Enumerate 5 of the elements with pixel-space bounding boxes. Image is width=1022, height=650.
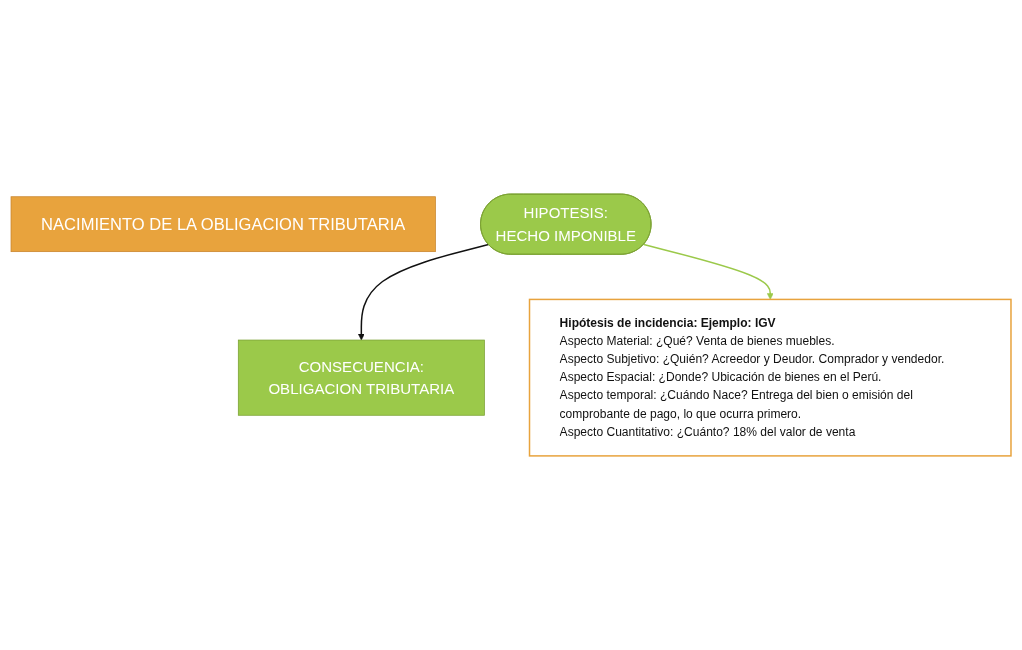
- arrow: [358, 243, 490, 341]
- arrow: [643, 243, 774, 300]
- node-box: CONSECUENCIA: OBLIGACION TRIBUTARIA: [237, 339, 485, 416]
- node-box: NACIMIENTO DE LA OBLIGACION TRIBUTARIA: [10, 196, 436, 253]
- node-box: Hipótesis de incidencia: Ejemplo: IGV Aspecto Material: ¿Qué? Venta de bienes muebles. Aspecto Subjetivo: ¿Quién? Acreedor y Deudor. Comprador y vendedor. Aspecto Espacial: ¿Donde? Ubicación de bienes en el Perú. Aspecto temporal: ¿Cuándo Nace? Entrega del bien o emisión del comprobante de pago, lo que ocurra primero. Aspecto Cuantitativo: ¿Cuánto? 18% del valor de venta: [528, 298, 1012, 457]
